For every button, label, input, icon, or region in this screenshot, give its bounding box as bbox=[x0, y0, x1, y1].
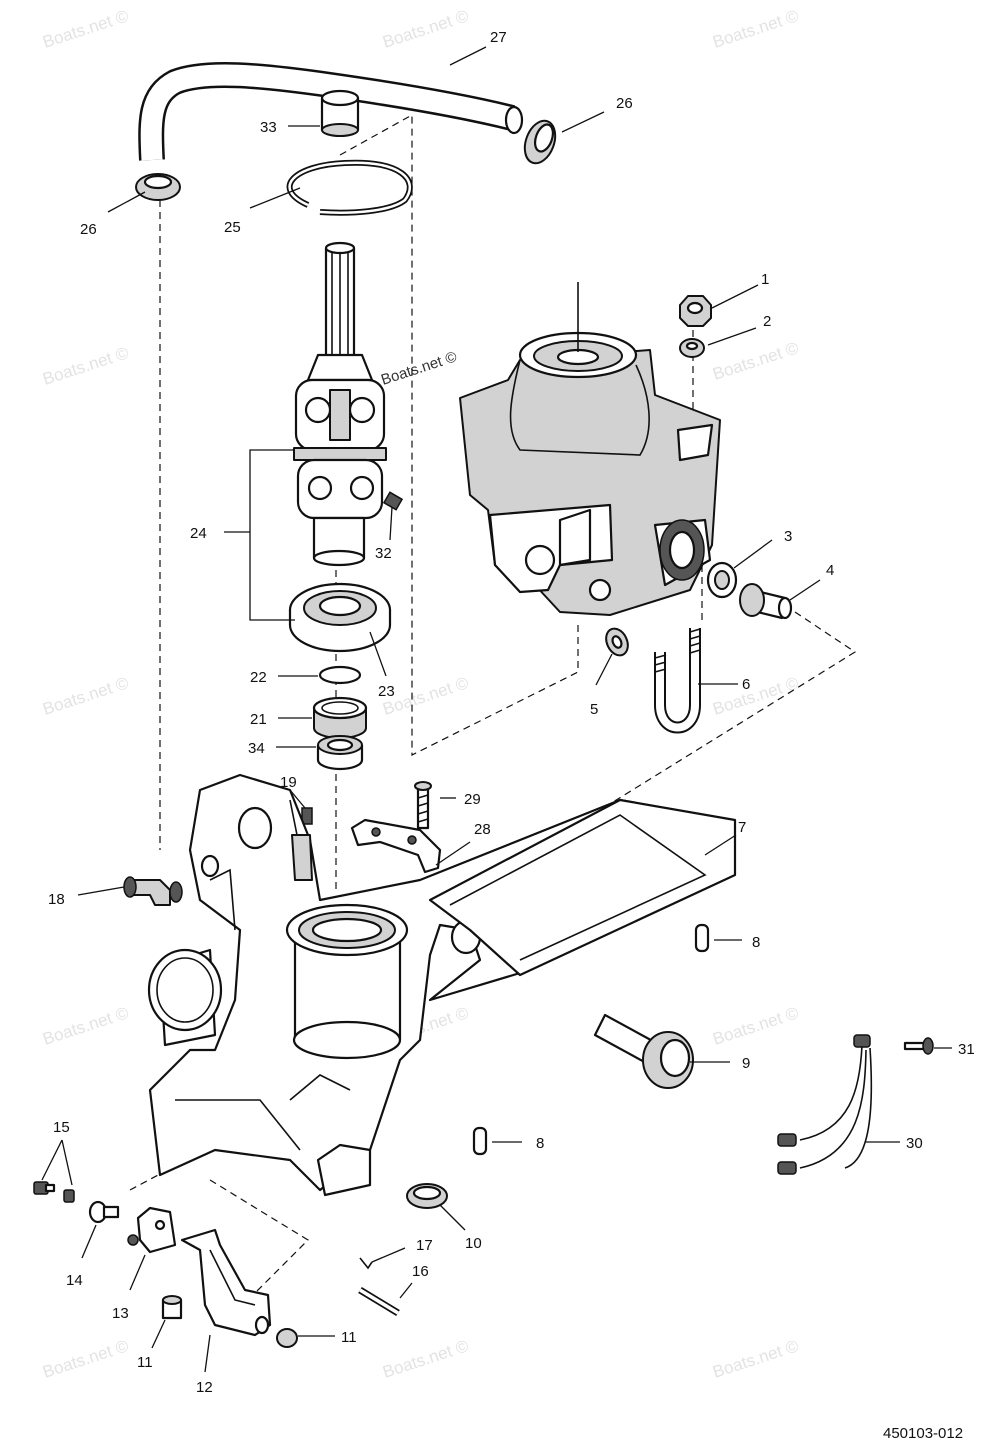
pin-16 bbox=[358, 1287, 400, 1316]
pivot-pin-4 bbox=[739, 583, 793, 620]
callout-32: 32 bbox=[375, 545, 392, 562]
callout-8b: 8 bbox=[536, 1135, 544, 1152]
u-bolt bbox=[654, 628, 701, 734]
screw-29 bbox=[414, 781, 432, 830]
watermark: Boats.net © bbox=[379, 348, 459, 388]
callout-19: 19 bbox=[280, 774, 297, 791]
callout-9: 9 bbox=[742, 1055, 750, 1072]
watermark: Boats.net © bbox=[40, 6, 131, 52]
callout-13: 13 bbox=[112, 1305, 129, 1322]
leader-lines bbox=[41, 46, 952, 1373]
clamp-bracket bbox=[350, 818, 442, 874]
callout-1: 1 bbox=[761, 271, 769, 288]
callout-21: 21 bbox=[250, 711, 267, 728]
watermark: Boats.net © bbox=[40, 1336, 131, 1382]
callout-24: 24 bbox=[190, 525, 207, 542]
hose bbox=[138, 62, 524, 161]
callout-11a: 11 bbox=[137, 1354, 153, 1371]
snap-ring bbox=[286, 159, 413, 216]
callout-25: 25 bbox=[224, 219, 241, 236]
callout-34: 34 bbox=[248, 740, 265, 757]
watermark-layer: Boats.net © Boats.net © Boats.net © Boat… bbox=[40, 6, 801, 1382]
hose-body bbox=[140, 64, 515, 161]
lockwasher bbox=[679, 338, 705, 358]
elbow-fitting bbox=[123, 876, 183, 906]
callout-33: 33 bbox=[260, 119, 277, 136]
callout-15: 15 bbox=[53, 1119, 70, 1136]
callout-2: 2 bbox=[763, 313, 771, 330]
callout-23: 23 bbox=[378, 683, 395, 700]
hose-clamp-right bbox=[523, 119, 557, 165]
locknut-5 bbox=[605, 627, 629, 657]
watermark: Boats.net © bbox=[710, 673, 801, 719]
callout-31: 31 bbox=[958, 1041, 975, 1058]
bushing-10 bbox=[406, 1183, 448, 1209]
callout-10: 10 bbox=[465, 1235, 482, 1252]
watermark: Boats.net © bbox=[710, 6, 801, 52]
callout-8a: 8 bbox=[752, 934, 760, 951]
shaft-assembly-line bbox=[339, 113, 579, 756]
callout-3: 3 bbox=[784, 528, 792, 545]
hose-clamp-left bbox=[135, 173, 181, 201]
screw-31 bbox=[903, 1037, 934, 1055]
watermark: Boats.net © bbox=[710, 1003, 801, 1049]
callout-22: 22 bbox=[250, 669, 267, 686]
callout-labels: 1 2 3 4 5 6 7 8 9 8 10 11 11 12 13 14 15… bbox=[48, 29, 975, 1396]
watermark: Boats.net © bbox=[380, 1336, 471, 1382]
seal-34 bbox=[316, 735, 364, 771]
cotter-pin-17 bbox=[359, 1257, 373, 1270]
watermark: Boats.net © bbox=[710, 1336, 801, 1382]
watermark: Boats.net © bbox=[380, 6, 471, 52]
callout-27: 27 bbox=[490, 29, 507, 46]
callout-18: 18 bbox=[48, 891, 65, 908]
ball-bearing bbox=[288, 582, 392, 653]
universal-joint-shaft bbox=[293, 241, 387, 567]
callout-14: 14 bbox=[66, 1272, 83, 1289]
hex-nut bbox=[679, 295, 712, 327]
adjuster-14 bbox=[88, 1200, 120, 1224]
watermark: Boats.net © bbox=[710, 338, 801, 384]
watermark: Boats.net © bbox=[40, 343, 131, 389]
callout-29: 29 bbox=[464, 791, 481, 808]
washer-3 bbox=[706, 561, 738, 599]
bushing-11a bbox=[161, 1295, 183, 1320]
roll-pin-8a bbox=[694, 923, 710, 953]
bushing-11b bbox=[276, 1328, 298, 1348]
hose-end bbox=[504, 105, 524, 135]
switch-block-13 bbox=[127, 1206, 177, 1254]
cap bbox=[320, 89, 360, 137]
gimbal-housing bbox=[459, 282, 721, 616]
screws-15 bbox=[33, 1181, 75, 1203]
watermark: Boats.net © bbox=[40, 1003, 131, 1049]
pivot-pin-9 bbox=[593, 1013, 694, 1089]
callout-4: 4 bbox=[826, 562, 834, 579]
callout-5: 5 bbox=[590, 701, 598, 718]
callout-26a: 26 bbox=[616, 95, 633, 112]
callout-16: 16 bbox=[412, 1263, 429, 1280]
callout-17: 17 bbox=[416, 1237, 433, 1254]
grease-fitting-19 bbox=[301, 807, 313, 825]
callout-7: 7 bbox=[738, 819, 746, 836]
trim-tab-plate bbox=[428, 798, 737, 977]
ground-wire-harness bbox=[777, 1034, 873, 1175]
callout-28: 28 bbox=[474, 821, 491, 838]
callout-11b: 11 bbox=[341, 1329, 357, 1346]
washer-22 bbox=[318, 665, 362, 685]
watermark: Boats.net © bbox=[40, 673, 131, 719]
bushing-21 bbox=[312, 696, 368, 739]
callout-30: 30 bbox=[906, 1135, 923, 1152]
roll-pin-8b bbox=[472, 1126, 488, 1156]
callout-26b: 26 bbox=[80, 221, 97, 238]
callout-6: 6 bbox=[742, 676, 750, 693]
grease-fitting-shaft bbox=[382, 491, 404, 511]
drawing-number: 450103-012 bbox=[883, 1425, 963, 1442]
callout-12: 12 bbox=[196, 1379, 213, 1396]
bracket-12 bbox=[180, 1228, 272, 1337]
